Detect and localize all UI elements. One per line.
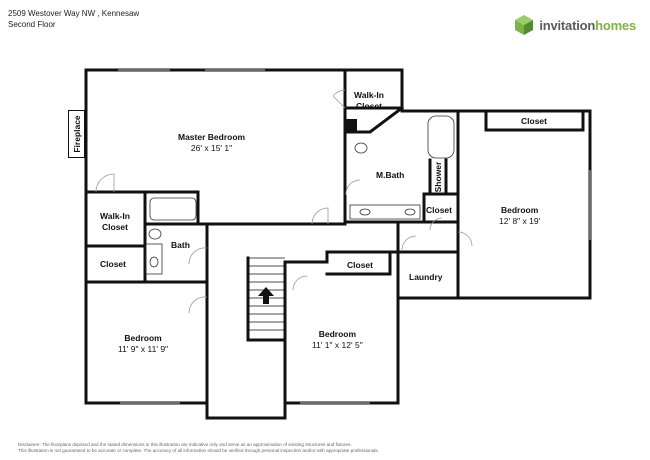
room-laundry: Laundry [409,272,443,282]
door-swing [311,207,329,225]
vanity-m [349,204,421,220]
header-floor: Second Floor [8,20,56,29]
door-swing [188,247,208,265]
brand-logo: invitationhomes [513,14,636,36]
brand-name: invitationhomes [539,17,636,33]
wall-master-bottom [143,190,347,226]
wall-center-closet-inner [325,250,392,276]
wall-mbath-left [343,106,460,224]
wall-center-closet [283,250,400,300]
room-m-bath: M.Bath [376,170,405,180]
room-bath: Bath [171,240,190,250]
wall-ne-closet [484,109,585,132]
door-swing [332,89,346,109]
door-swing [95,173,115,193]
wall-mbath-top [400,106,460,113]
fireplace [68,110,85,158]
toilet [354,142,368,154]
door-swing [401,235,417,251]
room-closet-ne-small: Closet [426,205,452,215]
wall-stair [246,256,287,342]
room-closet-ne-top: Closet [521,116,547,126]
fireplace-label: Fireplace [72,115,82,153]
room-walkin-closet-master: Walk-In Closet [354,90,384,111]
sink [359,208,371,216]
toilet [148,228,162,240]
door-swing [457,231,473,247]
door-swing [429,217,443,231]
header-address: 2509 Westover Way NW , Kennesaw [8,9,140,18]
wall-walkin-diag [343,105,405,134]
wall-top [84,68,404,110]
disclaimer: Disclaimer: The floorplans depicted and … [18,442,379,453]
wall-bath-bottom [143,222,209,284]
stairs-up-arrow-icon [258,287,274,304]
room-closet-center: Closet [347,260,373,270]
tub-m [427,115,455,159]
room-shower: Shower [433,161,443,193]
bathtub [149,197,197,221]
room-walkin-closet-left: Walk-In Closet [100,211,130,232]
hvac-block [346,119,357,131]
wall-closet-small [422,192,460,224]
vanity [145,243,163,275]
door-swing [345,179,361,196]
sink [149,256,159,268]
house-cube-icon [515,15,534,35]
door-swing [188,296,208,314]
room-closet-left: Closet [100,259,126,269]
door-swing [292,275,308,291]
sink [404,208,416,216]
